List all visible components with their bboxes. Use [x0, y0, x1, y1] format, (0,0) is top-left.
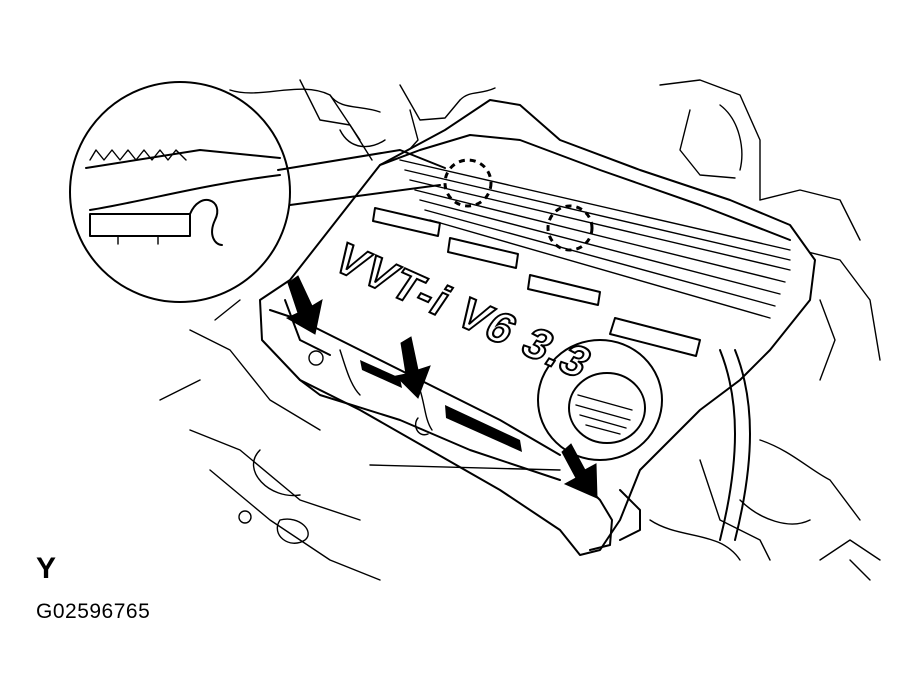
engine-bay-background — [159, 79, 881, 581]
arrow-front-left-clip — [285, 275, 323, 335]
magnifier-leader-line-lower — [289, 184, 441, 206]
clip-pointer-line — [369, 464, 561, 471]
dashed-circle-rear-left-grommet — [443, 158, 493, 208]
magnified-detail-circle — [69, 81, 291, 303]
dashed-circle-rear-center-grommet — [546, 204, 594, 252]
view-label: Y — [36, 552, 57, 585]
figure-code: G02596765 — [36, 600, 151, 623]
engine-cover — [259, 99, 816, 556]
magnifier-leader-line — [277, 149, 446, 171]
arrow-front-right-clip — [561, 443, 598, 499]
arrow-front-center-clip — [394, 336, 431, 399]
